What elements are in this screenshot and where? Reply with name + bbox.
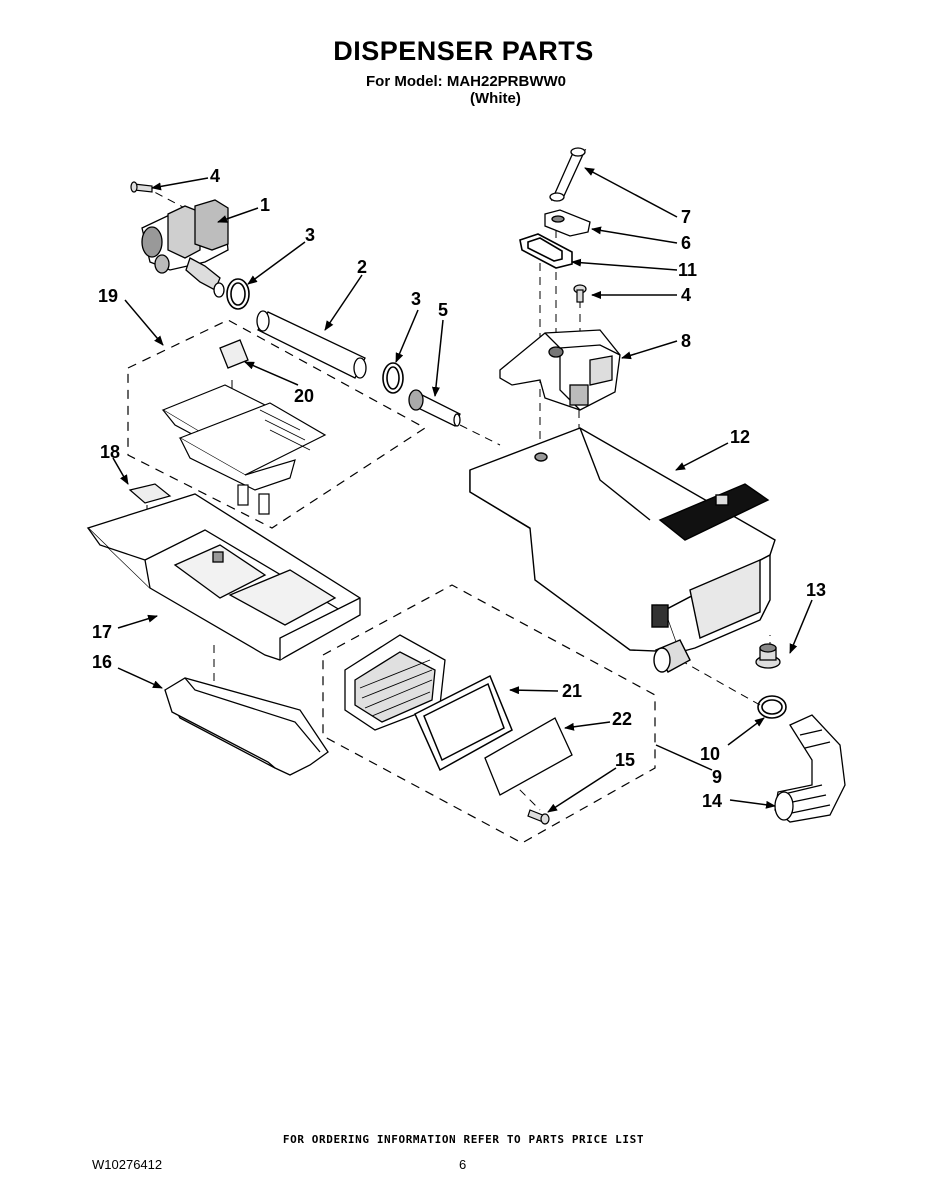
- part-seal-plate: [544, 209, 591, 237]
- callout-1: 1: [260, 195, 270, 215]
- callout-18: 18: [100, 442, 120, 462]
- color-line: (White): [470, 90, 521, 107]
- ordering-info-note: FOR ORDERING INFORMATION REFER TO PARTS …: [282, 1133, 645, 1146]
- part-vent-cover: [484, 717, 573, 796]
- callout-12: 12: [730, 427, 750, 447]
- part-vent-gasket: [414, 674, 513, 772]
- callout-4-right: 4: [681, 285, 691, 305]
- callout-8: 8: [681, 331, 691, 351]
- part-air-trap-fitting: [755, 643, 781, 669]
- page-number: 6: [459, 1157, 467, 1172]
- part-dispenser-drawer: [86, 493, 361, 661]
- callout-16: 16: [92, 652, 112, 672]
- callout-3-left: 3: [305, 225, 315, 245]
- callout-20: 20: [294, 386, 314, 406]
- part-link-arm: [549, 147, 587, 202]
- part-siphon-cap: [219, 339, 249, 369]
- callout-3-mid: 3: [411, 289, 421, 309]
- callout-4-screw: 4: [210, 166, 220, 186]
- part-screw-top-left: [130, 181, 153, 193]
- part-inlet-tube: [408, 389, 461, 427]
- part-drawer-insert: [161, 384, 327, 515]
- part-dispenser-housing: [469, 427, 776, 673]
- callout-2: 2: [357, 257, 367, 277]
- part-vent-grille: [344, 634, 446, 731]
- part-dispenser-bracket: [499, 329, 621, 411]
- part-water-valve: [141, 199, 229, 298]
- callout-11: 11: [678, 260, 697, 280]
- part-hose-clamp-left: [226, 278, 250, 310]
- part-hose-clamp-right: [757, 695, 787, 719]
- part-screw-top-right: [573, 284, 587, 303]
- part-gasket: [519, 233, 573, 269]
- part-hose-clamp-mid: [382, 362, 404, 394]
- part-vent-screw: [527, 809, 550, 825]
- callout-10: 10: [700, 744, 720, 764]
- callout-5: 5: [438, 300, 448, 320]
- callout-9: 9: [712, 767, 722, 787]
- callout-19: 19: [98, 286, 118, 306]
- assembly-9-boundary: [322, 584, 656, 844]
- page-title: DISPENSER PARTS: [333, 36, 594, 66]
- callout-21: 21: [562, 681, 582, 701]
- callout-22: 22: [612, 709, 632, 729]
- part-drawer-tray: [164, 677, 329, 776]
- part-inlet-hose: [256, 310, 367, 379]
- leader-lines: [112, 167, 813, 813]
- callout-15: 15: [615, 750, 635, 770]
- callout-14: 14: [702, 791, 722, 811]
- part-drawer-clip: [128, 483, 172, 504]
- assembly-19-boundary: [127, 319, 427, 529]
- part-bellows-hose: [774, 714, 846, 823]
- model-line: For Model: MAH22PRBWW0: [366, 73, 566, 90]
- document-number: W10276412: [92, 1157, 163, 1172]
- callout-17: 17: [92, 622, 112, 642]
- callout-6: 6: [681, 233, 691, 253]
- callout-7: 7: [681, 207, 691, 227]
- callout-13: 13: [806, 580, 826, 600]
